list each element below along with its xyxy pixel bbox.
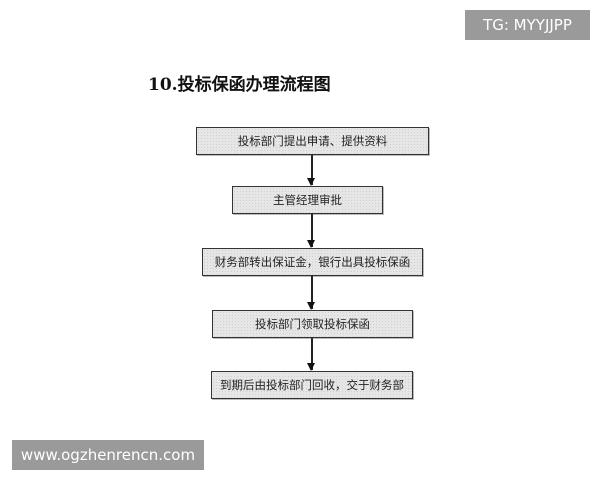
arrow-3-4 — [308, 276, 314, 310]
step-1-box: 投标部门提出申请、提供资料 — [196, 127, 429, 155]
step-2-box: 主管经理审批 — [232, 186, 383, 214]
diagram-title: 10.投标保函办理流程图 — [148, 75, 331, 95]
step-4-box: 投标部门领取投标保函 — [212, 310, 413, 338]
step-5-box: 到期后由投标部门回收，交于财务部 — [211, 371, 413, 399]
step-3-box: 财务部转出保证金，银行出具投标保函 — [202, 248, 423, 276]
arrow-4-5 — [308, 338, 314, 371]
watermark-bottom-left: www.ogzhenrencn.com — [12, 440, 204, 470]
arrow-2-3 — [308, 214, 314, 248]
watermark-top-right: TG: MYYJJPP — [465, 10, 590, 40]
arrow-1-2 — [308, 155, 314, 186]
